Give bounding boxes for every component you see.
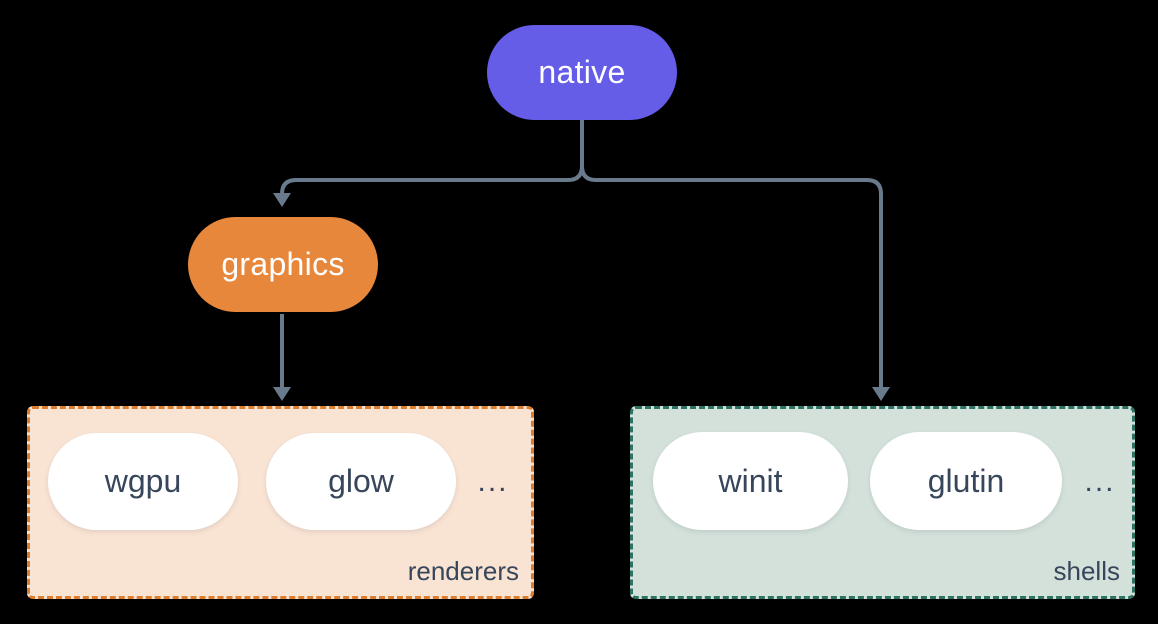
shells-group-label: shells [1053,556,1120,586]
shells-ellipsis: ... [1084,464,1116,498]
arrowhead-graphics [273,193,291,207]
node-native: native [487,25,677,120]
renderers-group-label: renderers [407,556,519,586]
pill-winit: winit [653,432,848,530]
group-renderers: wgpu glow ... renderers [27,406,534,599]
pill-winit-label: winit [718,462,783,499]
edge-native-to-shells [580,120,883,388]
pill-wgpu: wgpu [48,433,238,530]
pill-glutin-label: glutin [927,462,1005,499]
pill-glow: glow [266,433,456,530]
node-native-label: native [538,54,626,90]
pill-glow-label: glow [328,463,394,499]
node-graphics-label: graphics [221,246,345,282]
pill-glutin: glutin [870,432,1062,530]
arrowhead-shells [872,387,890,401]
node-graphics: graphics [188,217,378,312]
pill-wgpu-label: wgpu [104,463,182,499]
renderers-ellipsis: ... [477,464,509,498]
edge-native-to-graphics [280,120,584,195]
group-shells: winit glutin ... shells [630,406,1135,599]
arrowhead-renderers [273,387,291,401]
